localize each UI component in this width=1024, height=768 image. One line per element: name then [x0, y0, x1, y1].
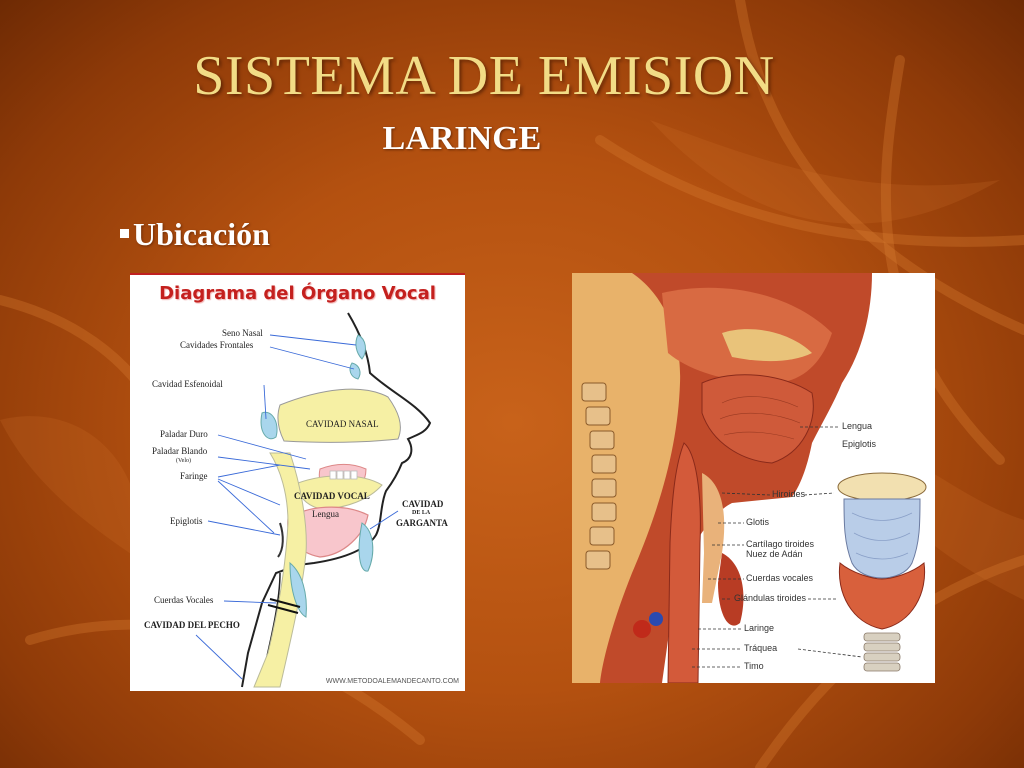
label-garganta: GARGANTA — [396, 518, 448, 528]
label-cavidad-esfenoidal: Cavidad Esfenoidal — [152, 379, 223, 389]
bullet-text: Ubicación — [133, 216, 270, 252]
label-lengua-right: Lengua — [842, 421, 873, 431]
diagram-title: Diagrama del Órgano Vocal — [159, 283, 436, 304]
diagram-credit: WWW.METODOALEMANDECANTO.COM — [325, 678, 459, 685]
vocal-organ-diagram: Diagrama del Órgano Vocal — [130, 273, 465, 691]
label-faringe: Faringe — [180, 471, 208, 481]
label-lengua: Lengua — [312, 509, 339, 519]
label-epiglotis: Epiglotis — [170, 516, 203, 526]
label-hiroides: Hiroides — [772, 489, 806, 499]
label-cavidad-vocal: CAVIDAD VOCAL — [294, 491, 370, 501]
label-cavidad-del-pecho: CAVIDAD DEL PECHO — [144, 620, 240, 630]
slide-title: SISTEMA DE EMISION — [193, 45, 775, 107]
square-bullet-icon — [120, 229, 129, 239]
label-laringe-right: Laringe — [744, 623, 775, 633]
label-cavidad-nasal: CAVIDAD NASAL — [306, 419, 379, 429]
label-traquea: Tráquea — [744, 643, 778, 653]
bullet-item: Ubicación — [120, 216, 270, 253]
label-glotis: Glotis — [746, 517, 770, 527]
label-paladar-blando: Paladar Blando — [152, 446, 208, 456]
label-paladar-duro: Paladar Duro — [160, 429, 208, 439]
label-de-la: DE LA — [412, 510, 431, 516]
label-timo: Timo — [744, 661, 764, 671]
slide-subtitle: LARINGE — [382, 120, 542, 157]
label-cavidades-frontales: Cavidades Frontales — [180, 340, 254, 350]
larynx-anatomy-illustration: Lengua Epiglotis Hiroides Glotis Cartíla… — [572, 273, 935, 683]
label-cuerdas-vocales: Cuerdas Vocales — [154, 595, 214, 605]
label-epiglotis-right: Epiglotis — [842, 439, 877, 449]
larynx-anatomy-drawing — [572, 273, 927, 683]
head-cross-section-drawing — [195, 312, 432, 688]
label-cuerdas-vocales-right: Cuerdas vocales — [746, 573, 814, 583]
diagram-top-rule — [130, 273, 465, 275]
label-cartilago-tiroides: Cartílago tiroides Nuez de Adán — [746, 539, 815, 559]
label-cavidad: CAVIDAD — [402, 499, 444, 509]
label-velo: (Velo) — [176, 458, 191, 464]
label-seno-nasal: Seno Nasal — [222, 328, 263, 338]
label-glandulas-tiroides: Glándulas tiroides — [734, 593, 807, 603]
